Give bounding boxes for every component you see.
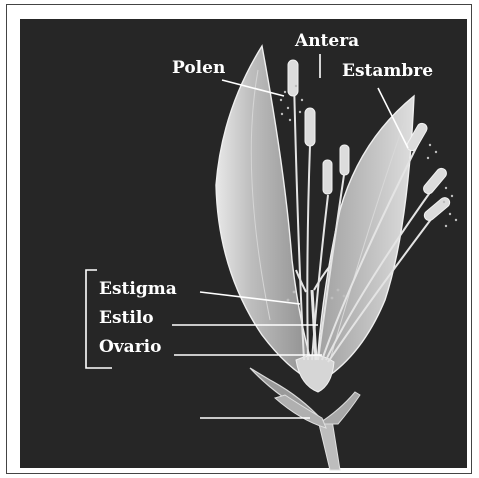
label-estigma: Estigma — [99, 279, 177, 299]
anther-4 — [340, 145, 349, 175]
stem — [318, 420, 340, 470]
label-estambre: Estambre — [342, 61, 433, 81]
bract-right — [318, 392, 360, 424]
label-ovario: Ovario — [99, 337, 161, 357]
label-antera: Antera — [294, 31, 359, 51]
anther-3 — [323, 160, 332, 194]
label-estilo: Estilo — [99, 308, 154, 328]
label-polen: Polen — [172, 58, 225, 78]
anther-1 — [288, 60, 298, 96]
petal-right — [316, 96, 414, 384]
anther-7 — [422, 196, 451, 223]
anther-2 — [305, 108, 315, 146]
anther-6 — [422, 166, 449, 195]
